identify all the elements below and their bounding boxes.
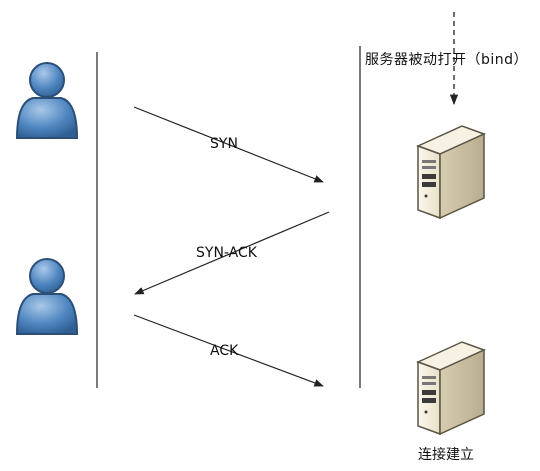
client-user-icon: [15, 62, 79, 139]
server-icon-2: [416, 341, 486, 436]
syn-label: SYN: [210, 136, 238, 152]
client-user-icon-2: [15, 258, 79, 335]
syn-arrow: [133, 106, 324, 183]
server-icon: [416, 125, 486, 220]
ack-label: ACK: [210, 343, 239, 359]
ack-arrow: [133, 314, 324, 387]
server-passive-open-label: 服务器被动打开（bind）: [365, 52, 529, 68]
connection-established-label: 连接建立: [418, 447, 474, 463]
synack-label: SYN-ACK: [196, 245, 257, 261]
synack-arrow: [134, 211, 330, 295]
